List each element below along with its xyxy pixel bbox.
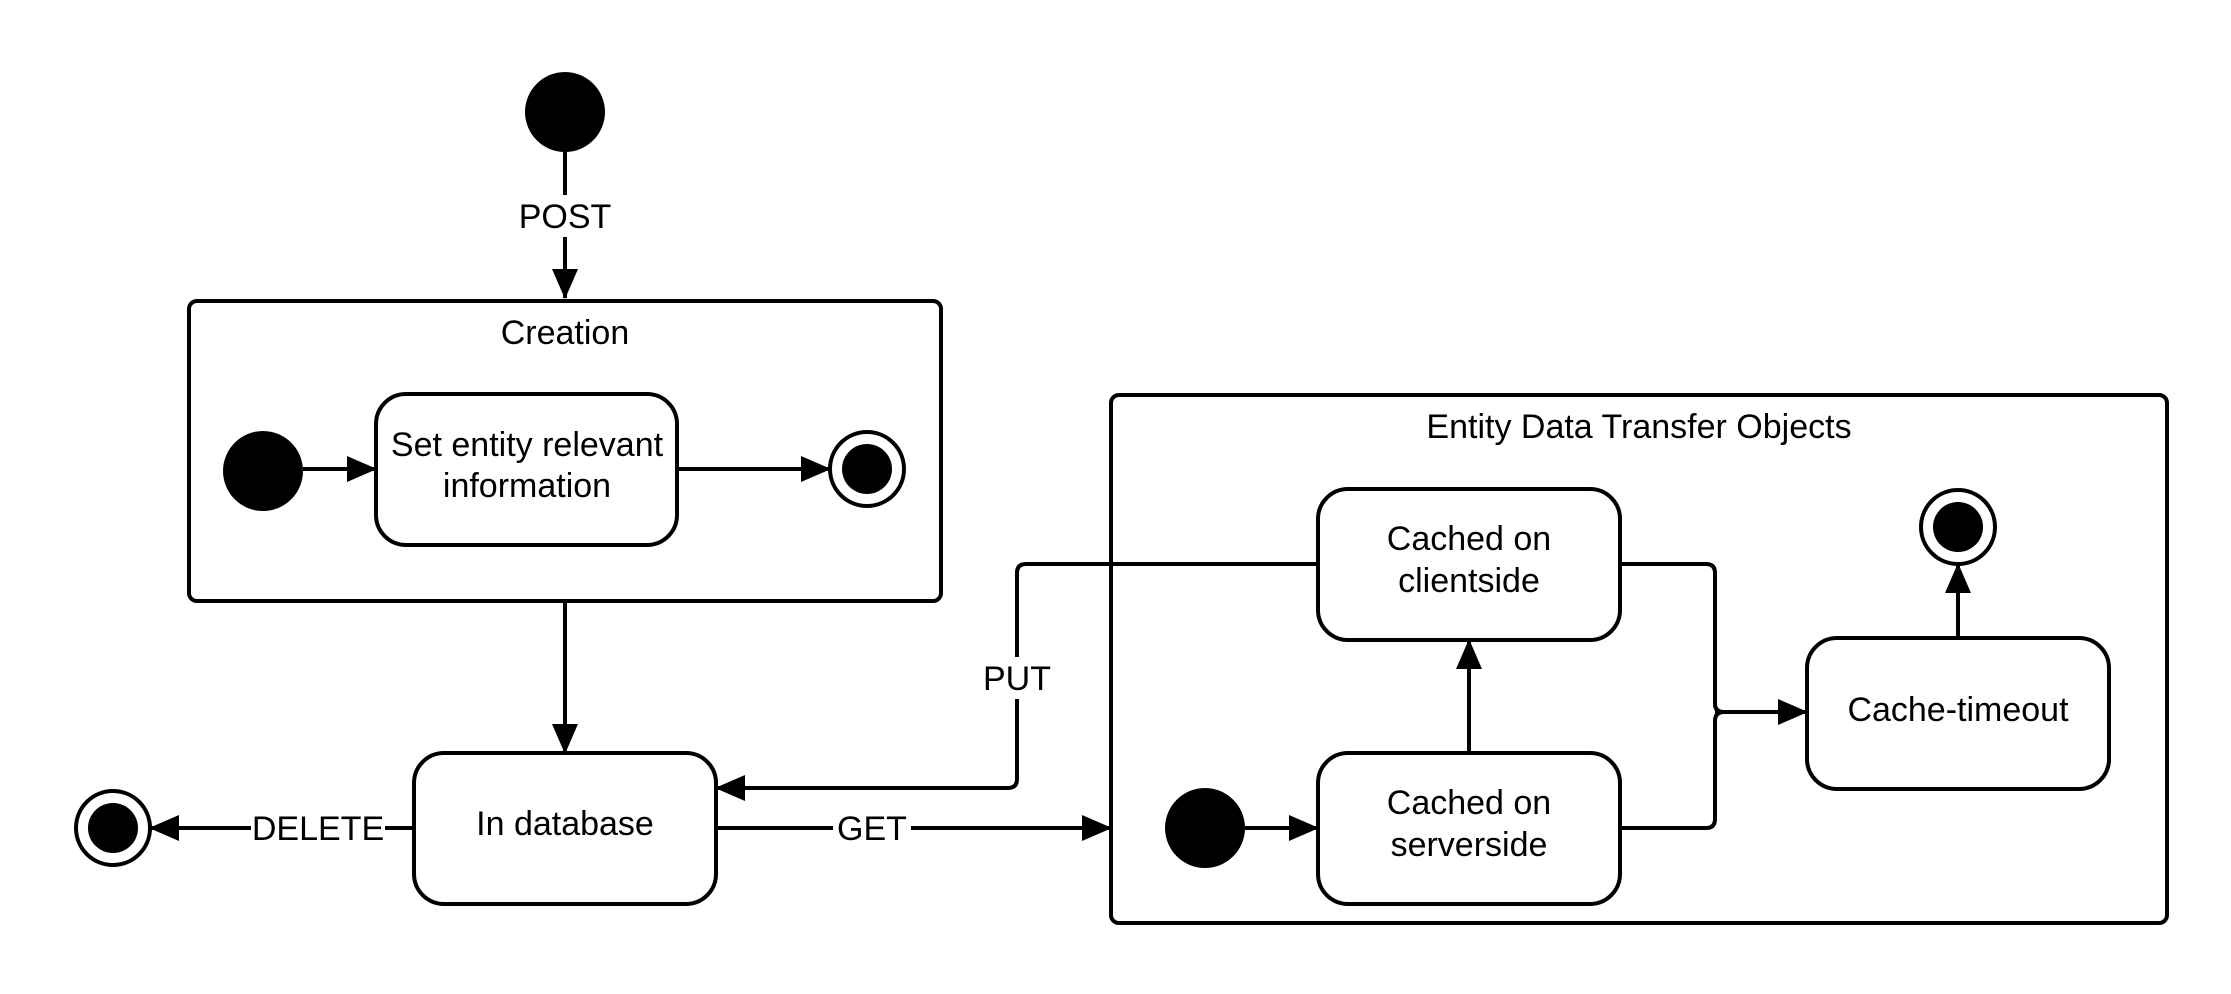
creation-final-node-dot [842,444,892,494]
put-label: PUT [983,660,1051,698]
cached-serverside-line1: Cached on [1387,784,1551,822]
dto-final-node-dot [1933,502,1983,552]
delete-label: DELETE [252,810,384,848]
set-entity-label-line2: information [443,467,611,505]
dto-title: Entity Data Transfer Objects [1426,408,1851,446]
cached-clientside-line1: Cached on [1387,520,1551,558]
creation-title: Creation [501,314,630,352]
cache-timeout-label: Cache-timeout [1847,691,2069,729]
post-label: POST [519,198,612,236]
delete-final-node-dot [88,803,138,853]
cached-clientside-line2: clientside [1398,562,1540,600]
initial-node-top [525,72,605,152]
in-database-label: In database [476,805,654,843]
get-label: GET [837,810,907,848]
dto-initial-node [1165,788,1245,868]
set-entity-label-line1: Set entity relevant [391,426,664,464]
cached-serverside-line2: serverside [1391,826,1548,864]
creation-initial-node [223,431,303,511]
